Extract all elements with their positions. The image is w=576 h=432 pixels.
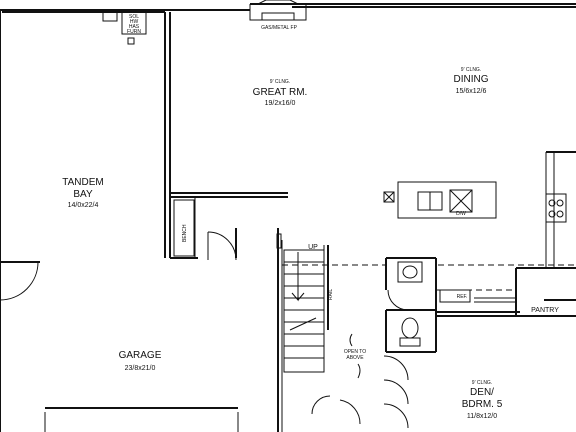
toilet-icon: [399, 317, 421, 347]
garage-side-door: [0, 261, 40, 301]
garage-name: GARAGE: [119, 350, 162, 361]
staircase: [283, 249, 325, 373]
dining-name: DINING: [454, 74, 489, 85]
open-above-label-1: OPEN TO: [344, 349, 366, 355]
furnace-label-2: HW: [130, 19, 139, 25]
fireplace-label: GAS/METAL FP: [261, 25, 298, 31]
furnace-label-3: HAS: [129, 24, 140, 30]
den-door-arc-1: [383, 355, 409, 381]
bench-label: BENCH: [182, 224, 188, 242]
bath-door-arc: [387, 289, 409, 311]
den-name-1: DEN/: [470, 387, 494, 398]
dining-size: 15/6x12/6: [456, 88, 487, 95]
garage-size: 23/8x21/0: [125, 365, 156, 372]
sink-icon: [397, 261, 423, 283]
fireplace-icon: [249, 0, 307, 21]
tandem-bay-size: 14/0x22/4: [68, 202, 99, 209]
tandem-bay-name-2: BAY: [73, 189, 93, 200]
dishwasher-label: D/W: [456, 211, 466, 217]
bench: [173, 199, 195, 257]
den-ceiling: 9' CLNG.: [472, 380, 492, 386]
den-size: 11/8x12/0: [467, 413, 497, 420]
dining-ceiling: 9' CLNG.: [461, 67, 481, 73]
furnace-label-1: SOL: [129, 14, 139, 20]
kitchen-counter: [545, 151, 576, 268]
den-name-2: BDRM. 5: [462, 399, 503, 410]
column: [276, 233, 282, 249]
great-room-size: 19/2x16/0: [265, 100, 296, 107]
great-room-name: GREAT RM.: [253, 87, 308, 98]
interior-walls: [170, 192, 576, 432]
rail-label: RAIL: [328, 289, 334, 300]
tandem-bay-name-1: TANDEM: [62, 177, 103, 188]
refrigerator: [439, 289, 471, 303]
exterior-walls: [0, 3, 576, 432]
pantry-label: PANTRY: [531, 307, 559, 314]
furnace-icon: [102, 11, 147, 45]
furnace-label-4: FURN: [127, 29, 141, 35]
stairs-up-label: UP: [308, 244, 318, 251]
closet-door-arc: [339, 399, 361, 425]
entry-door-arc: [207, 231, 237, 261]
open-above-label-2: ABOVE: [346, 355, 364, 361]
refrigerator-label: REF.: [457, 294, 468, 300]
kitchen-island: [383, 181, 497, 219]
great-room-ceiling: 9' CLNG.: [270, 79, 290, 85]
